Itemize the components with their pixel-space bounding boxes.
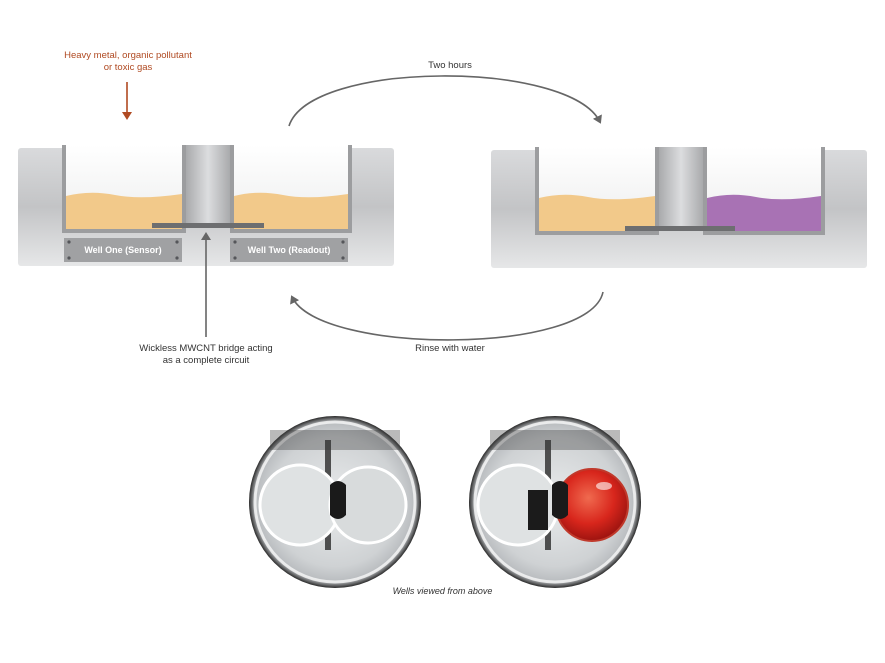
well-one-floor bbox=[62, 229, 186, 233]
photo-caption: Wells viewed from above bbox=[392, 586, 493, 596]
well-two-floor bbox=[703, 231, 825, 235]
well-one-label: Well One (Sensor) bbox=[84, 245, 162, 255]
device-before bbox=[18, 145, 394, 266]
well-one-plate bbox=[64, 238, 182, 262]
well-left bbox=[258, 463, 342, 547]
well-two-wall-left bbox=[703, 147, 707, 235]
plate-screws bbox=[67, 240, 345, 260]
device-after bbox=[491, 147, 867, 268]
mwcnt-bridge bbox=[152, 223, 264, 228]
two-hours-label: Two hours bbox=[428, 60, 472, 71]
divider-block bbox=[186, 145, 230, 225]
mwcnt-bridge bbox=[625, 226, 735, 231]
well-one-floor bbox=[535, 231, 659, 235]
divider-block bbox=[659, 147, 703, 227]
well-one-liquid bbox=[66, 192, 182, 229]
well-two-label: Well Two (Readout) bbox=[247, 245, 331, 255]
well-two-plate bbox=[230, 238, 348, 262]
well-two-wall-left bbox=[230, 145, 234, 233]
well-two-floor bbox=[230, 229, 352, 233]
well-two-wall-right bbox=[821, 147, 825, 235]
well-one-wall-left bbox=[62, 145, 66, 233]
electrode bbox=[528, 490, 548, 530]
photo-before bbox=[249, 416, 421, 588]
photo-after bbox=[469, 416, 641, 588]
rinse-label: Rinse with water bbox=[415, 343, 485, 354]
well-two-liquid-purple bbox=[707, 194, 821, 231]
two-hours-arrow bbox=[288, 75, 602, 127]
well-two-wall-right bbox=[348, 145, 352, 233]
well-one-wall-right bbox=[182, 145, 186, 233]
bridge-label: Wickless MWCNT bridge acting as a comple… bbox=[139, 343, 273, 366]
rinse-arrow bbox=[290, 291, 604, 341]
well-two-liquid bbox=[234, 192, 348, 229]
well-one-wall-right bbox=[655, 147, 659, 235]
pollutant-label: Heavy metal, organic pollutant or toxic … bbox=[64, 50, 192, 73]
well-one-wall-left bbox=[535, 147, 539, 235]
well-one-liquid bbox=[539, 194, 655, 231]
